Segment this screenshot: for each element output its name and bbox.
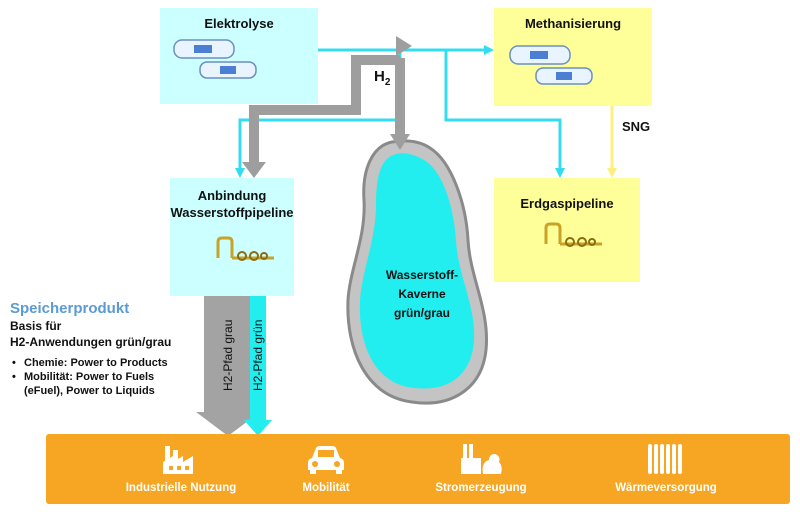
- methanation-tanks-icon: [509, 45, 593, 85]
- cavern-label: Wasserstoff- Kaverne grün/grau: [385, 268, 459, 320]
- arrow-to-erdgaspipeline: [444, 50, 562, 170]
- car-icon: [308, 446, 344, 474]
- arrow-head: [555, 168, 565, 178]
- anbindung-title-line1: Anbindung: [197, 188, 267, 203]
- anbindung-title-line2: Wasserstoffpipeline: [170, 205, 294, 220]
- anbindung-box: Anbindung Wasserstoffpipeline: [170, 178, 294, 296]
- erdgaspipeline-box: Erdgaspipeline: [494, 178, 640, 282]
- h2-path-grey-arrow-shaft: [204, 296, 252, 414]
- cavern-body: [359, 153, 475, 389]
- usage-item-mobilitaet: Mobilität: [266, 434, 386, 504]
- arrow-head: [484, 45, 494, 55]
- speicherprodukt-sub-line1: Basis für: [10, 319, 62, 333]
- usage-item-waermeversorgung: Wärmeversorgung: [586, 434, 746, 504]
- usage-item-stromerzeugung: Stromerzeugung: [406, 434, 556, 504]
- pipeline-icon: [216, 236, 274, 261]
- arrow-head: [235, 168, 245, 178]
- power-plant-icon: [461, 444, 502, 474]
- h2-path-green-arrow-shaft: [250, 296, 266, 422]
- arrow-head: [242, 162, 266, 178]
- speicherprodukt-bullets: Chemie: Power to Products Mobilität: Pow…: [10, 356, 250, 398]
- usage-label: Industrielle Nutzung: [125, 482, 237, 494]
- arrow-head: [607, 168, 617, 178]
- electrolyser-tanks-icon: [173, 39, 257, 79]
- h2-label: H2: [374, 68, 391, 88]
- sng-label: SNG: [622, 119, 651, 134]
- usage-label: Mobilität: [302, 482, 350, 494]
- bullet-item: Mobilität: Power to Fuels (eFuel), Power…: [10, 370, 194, 398]
- h2-path-green-arrow-head: [244, 420, 272, 436]
- elektrolyse-box: Elektrolyse: [160, 8, 318, 104]
- usage-label: Stromerzeugung: [435, 482, 527, 494]
- pipeline-icon: [544, 222, 602, 247]
- methanisierung-box: Methanisierung: [494, 8, 652, 106]
- erdgaspipeline-title: Erdgaspipeline: [520, 196, 614, 211]
- h2-path-grey-arrow-head: [196, 412, 260, 436]
- speicherprodukt-sub-line2: H2-Anwendungen grün/grau: [10, 335, 172, 349]
- speicherprodukt-block: Speicherprodukt Basis für H2-Anwendungen…: [10, 300, 250, 398]
- usage-band: Industrielle Nutzung Mobilität Stromerze…: [46, 434, 790, 504]
- usage-label: Wärmeversorgung: [615, 482, 717, 494]
- bullet-item: Chemie: Power to Products: [10, 356, 250, 370]
- elektrolyse-title: Elektrolyse: [204, 16, 274, 31]
- arrow-head: [396, 36, 412, 56]
- usage-item-industrie: Industrielle Nutzung: [96, 434, 266, 504]
- factory-icon: [163, 446, 193, 474]
- gray-arrow-to-anbindung: [249, 55, 400, 164]
- radiator-icon: [648, 444, 682, 474]
- speicherprodukt-heading: Speicherprodukt: [10, 300, 130, 317]
- methanisierung-title: Methanisierung: [524, 16, 622, 31]
- arrow-head: [390, 134, 410, 150]
- h2-pfad-gruen-label: H2-Pfad grün: [251, 319, 265, 391]
